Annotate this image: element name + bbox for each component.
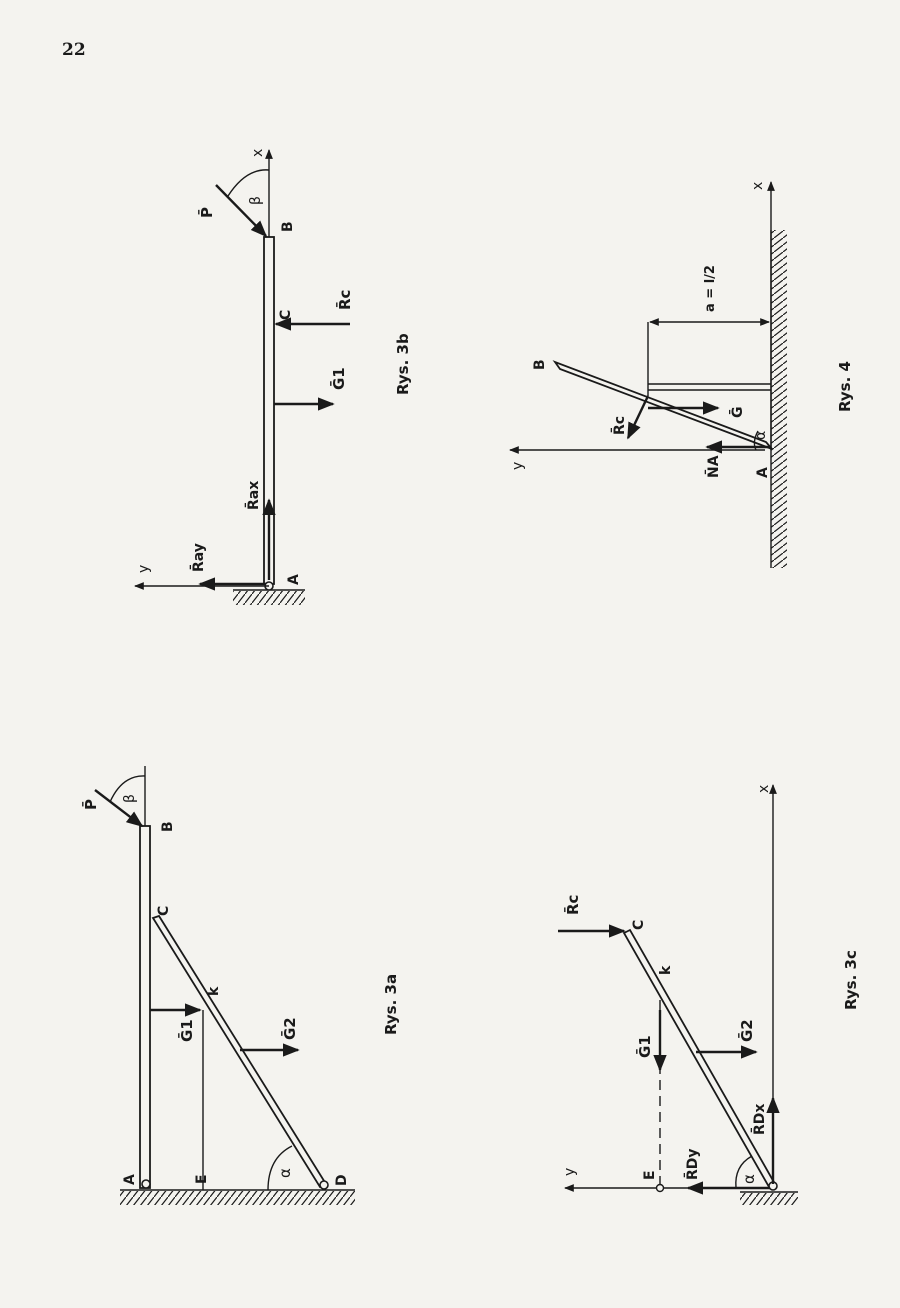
label-beta: β (122, 794, 138, 803)
figure-4: x y A B R̄c Ḡ N̄A α a = l/2 Rys. 4 (509, 181, 854, 568)
label-x: x (756, 785, 772, 793)
label-c: C (156, 906, 172, 916)
figure-3c: x y C E k R̄c Ḡ1 Ḡ2 R̄Dx R̄Dy α Rys. 3c (558, 784, 860, 1205)
caption-4: Rys. 4 (836, 361, 854, 412)
label-beta: β (248, 196, 264, 205)
label-alpha: α (276, 1168, 294, 1178)
label-rc: R̄c (334, 290, 354, 310)
label-e: E (194, 1174, 210, 1184)
label-p: P̄ (196, 207, 216, 218)
force-p (94, 789, 144, 828)
beam-ab (139, 825, 151, 1189)
label-rc: R̄c (609, 416, 628, 435)
hinge-d (319, 1180, 329, 1190)
label-k: k (206, 986, 222, 996)
label-b: B (532, 359, 548, 370)
label-a: A (755, 467, 771, 478)
figure-3b: x y A B C P̄ β R̄c Ḡ1 R̄ax R̄ay Rys. 3b (134, 149, 412, 605)
caption-3c: Rys. 3c (842, 950, 860, 1010)
angle-beta-arc (227, 169, 270, 197)
label-g2: Ḡ2 (736, 1019, 756, 1042)
label-rax: R̄ax (243, 481, 262, 510)
label-y: y (562, 1168, 578, 1176)
angle-beta-arc (109, 775, 146, 803)
label-na: N̄A (703, 455, 722, 478)
label-y: y (136, 565, 152, 573)
point-e (655, 1183, 665, 1193)
ground-hatch (740, 1193, 798, 1205)
label-a: A (122, 1174, 138, 1185)
label-x: x (250, 149, 266, 157)
label-rdy: R̄Dy (682, 1148, 701, 1180)
label-rc: R̄c (562, 895, 582, 915)
hinge-a (141, 1179, 151, 1189)
label-g: Ḡ (728, 407, 746, 419)
ground-hatch (233, 591, 305, 605)
label-y: y (510, 462, 526, 470)
label-a: A (286, 574, 302, 585)
label-g1: Ḡ1 (634, 1035, 654, 1058)
label-b: B (160, 821, 176, 832)
angle-alpha-arc (735, 1155, 753, 1189)
rod-ab (552, 360, 773, 450)
label-x: x (750, 182, 766, 190)
figure-3a: A B C D E k P̄ β Ḡ1 Ḡ2 α Rys. 3a (80, 766, 400, 1205)
label-d: D (334, 1174, 350, 1186)
label-alpha: α (753, 431, 769, 440)
label-c: C (631, 920, 647, 930)
caption-3b: Rys. 3b (394, 333, 412, 395)
rod-cd (151, 914, 328, 1189)
label-g1: Ḡ1 (176, 1019, 196, 1042)
label-dim: a = l/2 (703, 265, 718, 312)
label-rdx: R̄Dx (749, 1104, 768, 1135)
label-g1: Ḡ1 (328, 367, 348, 390)
label-ray: R̄ay (188, 543, 207, 572)
angle-alpha-arc (267, 1145, 293, 1191)
label-g2: Ḡ2 (279, 1017, 299, 1040)
label-alpha: α (740, 1174, 758, 1184)
label-c: C (278, 310, 294, 320)
page-number: 22 (62, 40, 86, 60)
force-p (215, 184, 268, 238)
force-rc (626, 395, 650, 440)
label-p: P̄ (80, 799, 100, 810)
wall-hatch (771, 230, 787, 568)
caption-3a: Rys. 3a (382, 974, 400, 1035)
label-k: k (658, 965, 674, 975)
label-e: E (642, 1170, 658, 1180)
angle-alpha-arc (753, 430, 759, 451)
ground-hatch (120, 1191, 355, 1205)
label-b: B (280, 221, 296, 232)
